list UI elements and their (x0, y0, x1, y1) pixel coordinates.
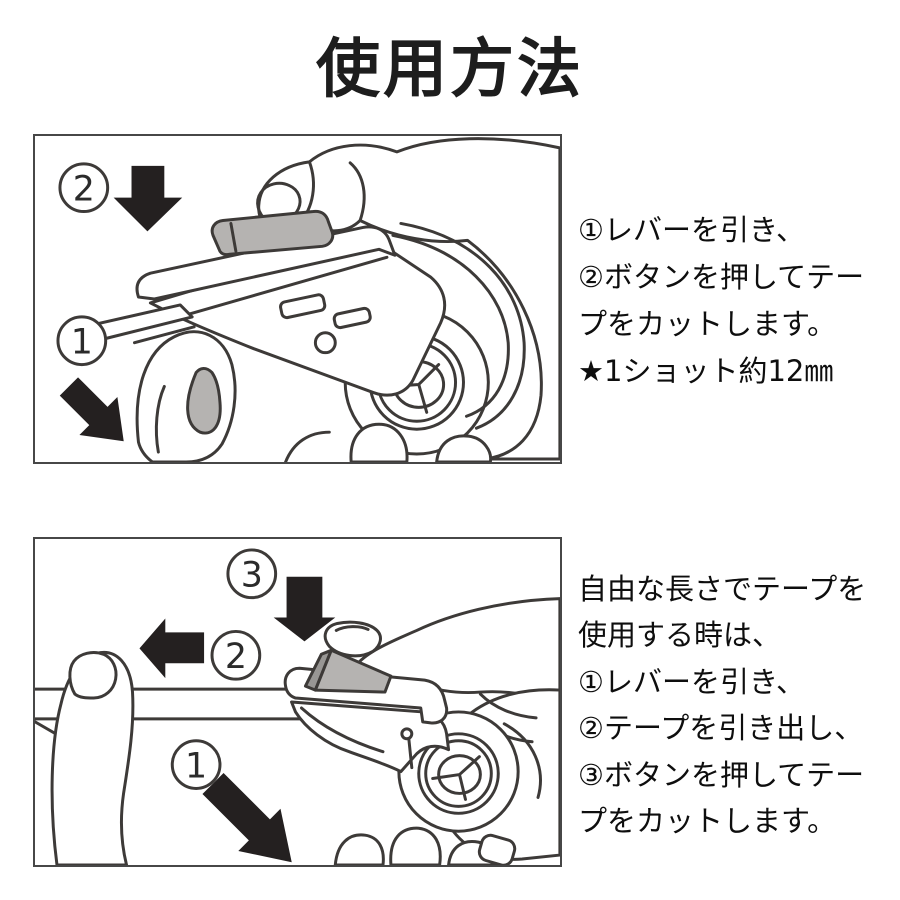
index-fingertip (323, 620, 382, 658)
caption-line: 自由な長さでテープを (578, 572, 867, 606)
arrow-diagonal-step1-icon (59, 377, 124, 442)
arrow-down-step3-icon (273, 576, 336, 642)
figure1-illustration: 2 1 (56, 137, 560, 462)
svg-text:3: 3 (241, 556, 263, 596)
figure1-box: 2 1 (33, 134, 562, 464)
caption-line: ①レバーを引き、 (578, 213, 805, 247)
caption-line: ②ボタンを押してテー (578, 260, 865, 294)
thumb (50, 650, 135, 865)
svg-text:2: 2 (73, 170, 95, 210)
svg-text:1: 1 (71, 323, 93, 363)
step-badge-3: 3 (226, 548, 278, 600)
grip-band (391, 221, 526, 430)
caption-line: プをカットします。 (578, 307, 837, 341)
step-badge-1: 1 (170, 739, 222, 790)
arrow-down-step2-icon (113, 165, 183, 232)
arrow-diagonal-step1-icon (202, 772, 292, 863)
cutter-frame (135, 225, 397, 301)
lower-fingers (333, 826, 517, 865)
page-title: 使用方法 (316, 33, 584, 107)
svg-text:2: 2 (225, 637, 247, 677)
cut-button (210, 209, 335, 257)
step-badge-2: 2 (58, 162, 110, 214)
arrow-left-step2-icon (139, 618, 205, 679)
figure2-illustration: 3 2 1 (35, 548, 560, 865)
caption-line: プをカットします。 (578, 804, 837, 839)
figure2-caption: 自由な長さでテープを 使用する時は、 ①レバーを引き、 ②テープを引き出し、 ③… (578, 566, 866, 844)
lever (186, 366, 222, 435)
step-badge-1: 1 (56, 315, 108, 367)
figure2-box: 3 2 1 (33, 537, 562, 867)
caption-line: ③ボタンを押してテー (578, 757, 865, 792)
step-badge-2: 2 (210, 629, 262, 681)
lower-fingers (284, 422, 493, 462)
cutter-body (135, 225, 447, 397)
figure1-caption: ①レバーを引き、 ②ボタンを押してテー プをカットします。 ★1ショット約12㎜ (578, 207, 864, 395)
caption-line: ①レバーを引き、 (578, 664, 805, 699)
caption-line: 使用する時は、 (578, 618, 782, 653)
cut-button (303, 648, 393, 694)
caption-line: ★1ショット約12㎜ (578, 354, 834, 388)
svg-text:1: 1 (185, 747, 207, 787)
caption-line: ②テープを引き出し、 (578, 711, 864, 746)
